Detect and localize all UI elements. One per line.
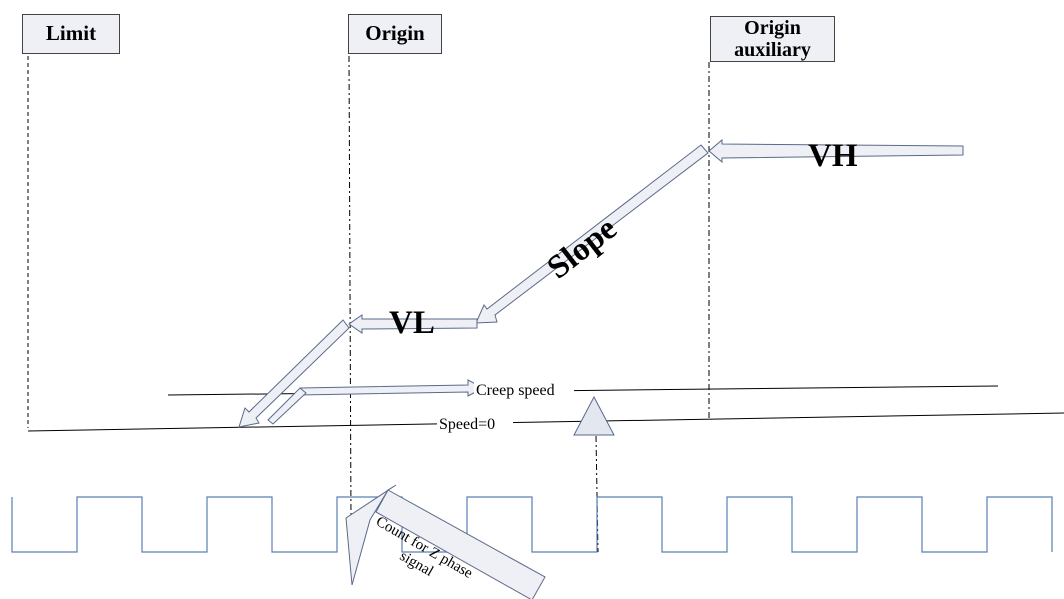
origin-label-text: Origin bbox=[365, 21, 425, 45]
slope-arrow bbox=[475, 144, 709, 324]
speed-zero-label: Speed=0 bbox=[439, 416, 495, 433]
creep-return-arrow bbox=[299, 379, 485, 397]
limit-label: Limit bbox=[22, 14, 120, 54]
vl-arrow bbox=[348, 314, 478, 334]
z-phase-marker-dashed-line bbox=[595, 435, 599, 553]
creep-speed-line bbox=[167, 385, 999, 396]
origin-auxiliary-label-line2: auxiliary bbox=[734, 39, 811, 61]
speed-zero-line bbox=[27, 412, 1064, 432]
origin-dashed-line bbox=[348, 55, 352, 521]
origin-auxiliary-label-line1: Origin bbox=[744, 17, 801, 39]
speed-zero-label-bg bbox=[437, 414, 513, 432]
decel-arrow bbox=[238, 319, 350, 428]
creep-start-arrow bbox=[267, 387, 307, 425]
count-z-phase-arrow bbox=[375, 489, 546, 599]
count-z-phase-arrowhead bbox=[345, 484, 397, 586]
limit-label-text: Limit bbox=[45, 21, 97, 45]
origin-label: Origin bbox=[348, 14, 442, 54]
creep-speed-label-bg bbox=[474, 380, 574, 398]
z-phase-triangle-marker bbox=[573, 395, 615, 436]
creep-speed-label: Creep speed bbox=[476, 382, 555, 399]
vl-label: VL bbox=[389, 305, 435, 341]
origin-auxiliary-label: Origin auxiliary bbox=[710, 16, 835, 62]
vh-arrow bbox=[708, 138, 964, 164]
z-phase-pulse-train bbox=[11, 496, 1053, 553]
vh-label: VH bbox=[808, 138, 858, 174]
